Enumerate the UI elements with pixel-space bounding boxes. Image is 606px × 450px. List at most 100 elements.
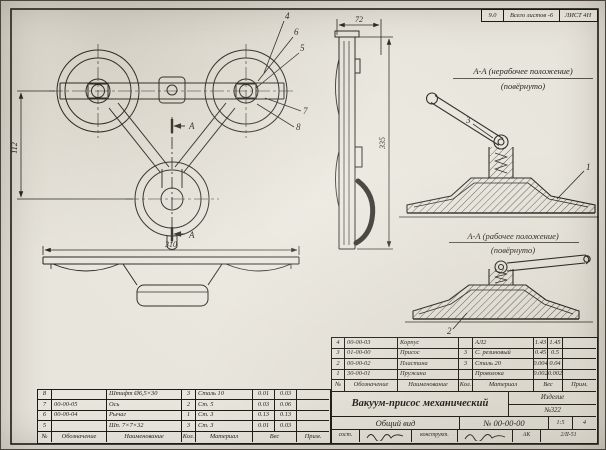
product-number: №322	[544, 406, 561, 414]
header-cell: Вес	[253, 431, 297, 442]
header-cell: №	[38, 431, 52, 442]
sheet-frame	[10, 8, 599, 445]
header-cell: Обозначение	[52, 431, 107, 442]
cell	[297, 421, 329, 432]
cell: 4	[332, 338, 345, 349]
stamp-total-sheets: Всего листов -6	[504, 10, 560, 21]
cell	[563, 370, 596, 380]
doc-type: Общий вид	[332, 417, 460, 430]
cell: 3	[332, 348, 345, 359]
callout-6: 6	[294, 27, 299, 37]
cell: 0.03	[275, 390, 297, 401]
section-nonworking-sub: (повёрнуто)	[501, 81, 545, 91]
section-working-title: А-А (рабочее положение)	[466, 231, 559, 241]
title-block-product: Вакуум-присос механический Изделие №322	[332, 392, 597, 417]
cell: 0.03	[275, 421, 297, 432]
cell: 30-00-01	[345, 369, 398, 380]
cell	[52, 421, 107, 432]
section-nonworking	[399, 92, 599, 218]
cell: Ось	[107, 400, 182, 411]
header-cell: Материал	[473, 380, 534, 392]
cell: 0.13	[253, 410, 275, 422]
left-parts-header: № Обозначение Наименование Кол. Материал…	[38, 431, 330, 442]
cell: 6	[38, 410, 52, 422]
cell: Шп. 7×7×32	[107, 421, 182, 432]
cell: 00-00-04	[52, 410, 107, 422]
title-block-doc: Общий вид № 00-00-00 1:5 4	[332, 417, 597, 430]
cell: Рычаг	[107, 410, 182, 422]
section-working-sub: (повёрнуто)	[491, 245, 535, 255]
cell: 0.06	[275, 400, 297, 411]
dim-72-label: 72	[355, 15, 363, 24]
cell: С. резиновый	[473, 348, 534, 359]
cell: 0.45	[534, 348, 548, 359]
cell: 8	[38, 390, 52, 401]
cell: Присос	[398, 348, 459, 359]
stamp-sheet-no: ЛИСТ 4Н	[564, 12, 592, 19]
callout-5: 5	[300, 43, 305, 53]
cell: Проволока	[473, 369, 534, 380]
product-id-cell: Изделие №322	[509, 392, 596, 417]
cell: 2	[332, 359, 345, 370]
cell: Ст. 3	[196, 421, 253, 432]
sig-date: 2/II-51	[560, 432, 577, 439]
header-cell: Наименование	[107, 431, 182, 442]
signature-icon	[360, 430, 412, 442]
header-cell: №	[332, 380, 345, 392]
title-block-parts-rows: 4 00-00-03 Корпус АЛ2 1.43 1.45 3 01-00-…	[332, 338, 597, 380]
cell: 01-00-00	[345, 348, 398, 359]
cell: 0.002	[548, 369, 563, 380]
signature-icon	[458, 430, 513, 442]
lever-flat	[506, 254, 586, 272]
title-block-header: № Обозначение Наименование Кол. Материал…	[332, 380, 597, 392]
cell: 0.5	[548, 348, 563, 359]
cell: Ст. 3	[196, 410, 253, 422]
bottom-view	[42, 256, 300, 307]
cell: 00-00-05	[52, 400, 107, 411]
callout-3: 3	[465, 115, 471, 125]
product-title: Вакуум-присос механический	[332, 392, 509, 417]
left-parts-table: 8 Штифт Ø6,5×30 3 Сталь 10 0.01 0.03 7 0…	[37, 389, 331, 444]
cell: 1	[182, 410, 196, 422]
cell	[459, 369, 473, 380]
cell	[563, 349, 596, 359]
header-cell: Кол.	[459, 380, 473, 392]
section-line-a	[170, 117, 185, 243]
header-cell: Прим.	[304, 432, 322, 440]
doc-sheet-no: 4	[573, 417, 596, 430]
section-letter-bottom: А	[188, 230, 195, 240]
cell	[297, 400, 329, 411]
cell: 0.13	[275, 410, 297, 422]
header-cell: Кол.	[182, 431, 196, 442]
header-cell: Обозначение	[345, 380, 398, 392]
cell: 0.01	[253, 421, 275, 432]
cell	[459, 338, 473, 349]
product-label: Изделие	[509, 392, 596, 405]
cell	[297, 390, 329, 401]
section-nonworking-title: А-А (нерабочее положение)	[472, 66, 573, 76]
cell: 3	[182, 390, 196, 401]
cell: Корпус	[398, 338, 459, 349]
sig-label-2: конструкт.	[412, 430, 458, 442]
header-cell: Вес	[534, 380, 563, 392]
cell	[297, 411, 329, 422]
cell: 0.004	[534, 359, 548, 370]
front-view	[49, 44, 295, 250]
section-letter-top: А	[188, 121, 195, 131]
cell: 3	[459, 359, 473, 370]
dim-310-label: 310	[164, 240, 177, 249]
cell: 7	[38, 400, 52, 411]
callout-2: 2	[447, 326, 452, 336]
cell: АЛ2	[473, 338, 534, 349]
cell: Ст. 5	[196, 400, 253, 411]
cell: 0.04	[548, 359, 563, 370]
dim-335-label: 335	[378, 137, 387, 150]
dim-335	[357, 36, 393, 250]
cell: 3	[182, 421, 196, 432]
callout-leaders	[255, 20, 302, 128]
cell: 5	[38, 421, 52, 432]
cell: 1.43	[534, 338, 548, 349]
header-cell: Прим.	[563, 380, 596, 392]
